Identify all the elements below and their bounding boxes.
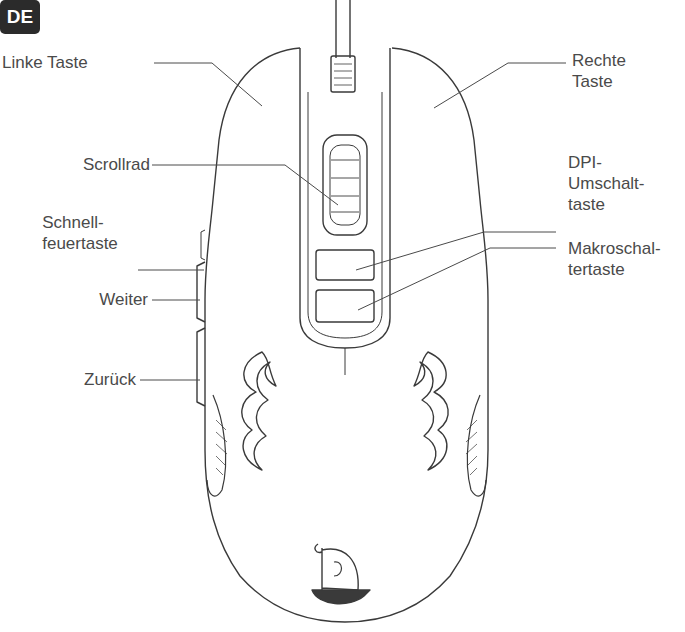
cable [336,0,350,58]
side-button-forward [197,262,205,322]
scroll-wheel [323,135,367,235]
ornament-right [414,352,448,470]
part-label: Linke Taste [2,52,152,73]
language-badge: DE [0,0,40,34]
ornament-left [242,352,276,470]
part-label: Zurück [40,369,136,390]
part-label: Scrollrad [50,154,150,175]
side-button-back [197,328,205,406]
part-label: Weiter [60,289,148,310]
part-label: Schnell- feuertaste [30,212,134,254]
macro-button [316,290,374,322]
logo-ship [312,544,370,604]
mouse-body [205,48,488,622]
badge-text: DE [7,6,33,28]
part-label: DPI- Umschalt- taste [568,152,658,215]
dpi-button [316,250,374,280]
cable-connector [331,56,355,92]
leader-lines [138,63,566,380]
part-label: Makroschal- tertaste [568,238,668,280]
center-channel [300,48,390,348]
part-label: Rechte Taste [572,50,642,92]
